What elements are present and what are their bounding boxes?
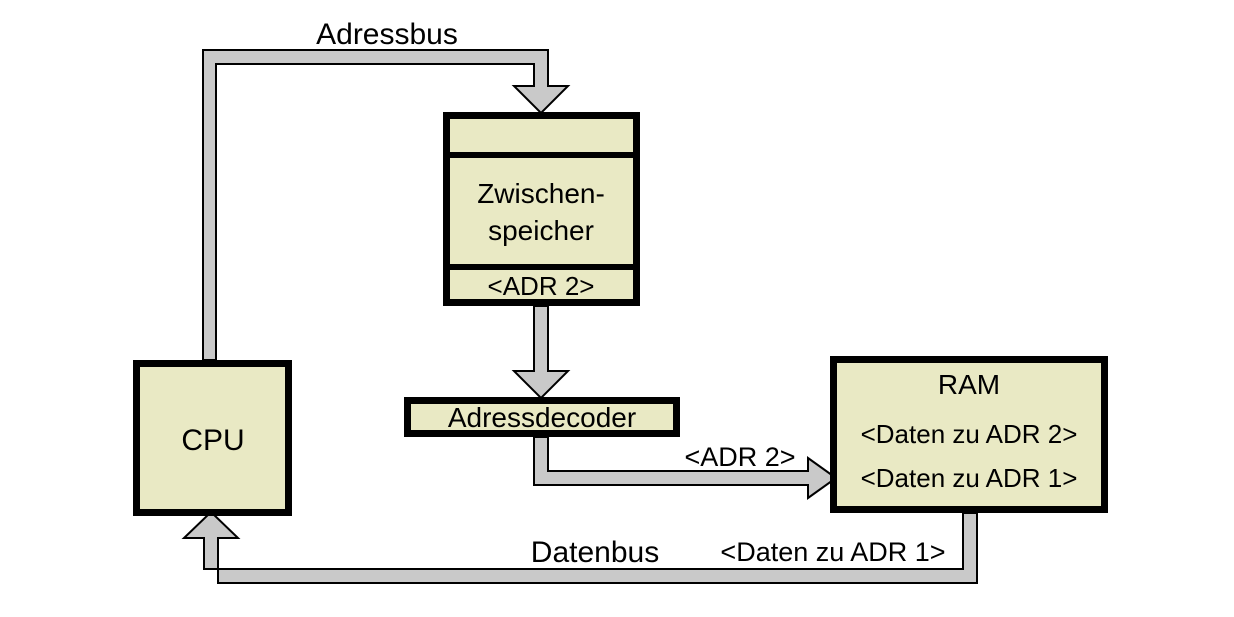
ram-box[interactable]: [830, 356, 1108, 513]
adressbus-label: Adressbus: [316, 18, 458, 51]
zwischenspeicher-label-line1: Zwischen-: [477, 178, 605, 209]
zwischenspeicher-bottom-cell: <ADR 2>: [488, 271, 595, 301]
datenbus-label: Datenbus: [531, 536, 659, 569]
node-ram[interactable]: RAM <Daten zu ADR 2> <Daten zu ADR 1>: [830, 356, 1108, 513]
node-zwischenspeicher[interactable]: Zwischen- speicher <ADR 2>: [443, 112, 640, 306]
node-cpu[interactable]: CPU: [133, 360, 292, 516]
decoder-to-ram-bus: [533, 436, 838, 500]
zwischenspeicher-label-line2: speicher: [488, 215, 594, 246]
ram-title: RAM: [938, 369, 1000, 400]
datenbus-payload-label: <Daten zu ADR 1>: [720, 537, 945, 567]
node-adressdecoder[interactable]: Adressdecoder: [404, 397, 680, 437]
adressdecoder-box[interactable]: [404, 397, 680, 437]
datenbus-path: [181, 510, 978, 584]
cpu-box[interactable]: [133, 360, 292, 516]
cpu-label: CPU: [181, 424, 244, 457]
adressbus-path: [202, 49, 571, 361]
adressdecoder-label: Adressdecoder: [448, 402, 636, 433]
zwischenspeicher-box[interactable]: [443, 112, 640, 306]
ram-row-2: <Daten zu ADR 1>: [861, 463, 1078, 493]
ram-row-1: <Daten zu ADR 2>: [861, 419, 1078, 449]
zwischenspeicher-to-decoder-bus: [511, 305, 571, 400]
decoder-to-ram-label: <ADR 2>: [684, 442, 795, 472]
